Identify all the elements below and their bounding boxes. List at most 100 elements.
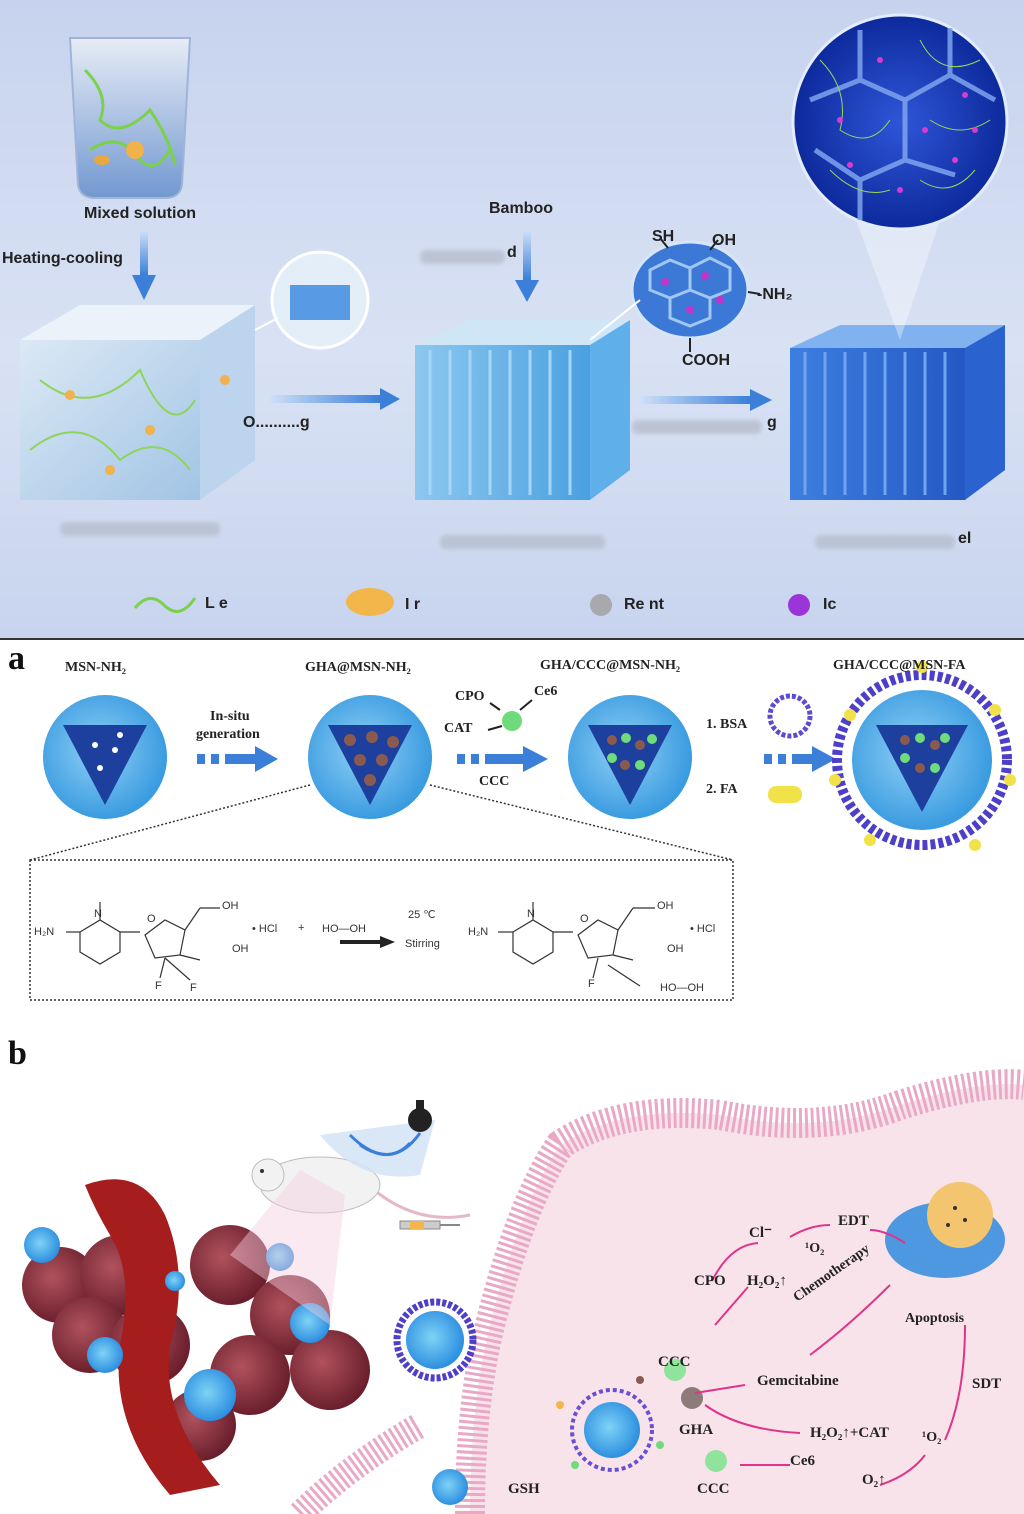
panel-divider bbox=[0, 638, 1024, 640]
syringe-icon bbox=[399, 1220, 460, 1230]
rx-plus: + bbox=[298, 922, 305, 934]
h2o2-cat-label: H₂O₂↑+CAT bbox=[810, 1425, 889, 1441]
blood-vessel bbox=[85, 1179, 220, 1495]
rx-hcl-left: • HCl bbox=[252, 923, 278, 935]
redacted-text bbox=[632, 420, 762, 434]
cpo-label: CPO bbox=[455, 689, 485, 704]
bsa-step-label: 1. BSA bbox=[706, 717, 748, 732]
bamboo-structured-cube bbox=[415, 320, 630, 500]
beaker-icon bbox=[68, 37, 192, 199]
bamboo-label: Bamboo bbox=[489, 200, 553, 217]
cat-label: CAT bbox=[444, 721, 473, 736]
hydrogel-fabrication-panel: Mixed solution Heating-cooling Bamboo d … bbox=[0, 0, 1024, 640]
stage3-label: GHA/CCC@MSN-NH₂ bbox=[540, 658, 681, 673]
stage4-label: GHA/CCC@MSN-FA bbox=[833, 658, 966, 673]
apoptosis-label: Apoptosis bbox=[905, 1311, 965, 1326]
gemcitabine-structure-left bbox=[66, 902, 220, 981]
redacted-text bbox=[60, 522, 220, 536]
rx-oh-left-2: OH bbox=[232, 943, 249, 955]
orientation-freezing-label: O..........g bbox=[243, 414, 310, 431]
rx-hooh: HO—OH bbox=[322, 923, 366, 935]
edt-label: EDT bbox=[838, 1213, 869, 1229]
gemcitabine-label: Gemcitabine bbox=[757, 1373, 839, 1389]
cpo-label-b: CPO bbox=[694, 1273, 726, 1289]
blob-icon bbox=[346, 588, 394, 616]
o2-up-label: O₂↑ bbox=[862, 1472, 886, 1488]
singlet-oxygen-2: ¹O₂ bbox=[922, 1430, 942, 1445]
synthesis-scheme bbox=[29, 661, 1016, 1001]
gemcitabine-structure-right bbox=[498, 902, 655, 987]
crosslinking-label: g bbox=[767, 414, 777, 431]
rx-n-left: N bbox=[94, 908, 102, 920]
pore-honeycomb-icon bbox=[630, 240, 750, 340]
fa-step-label: 2. FA bbox=[706, 782, 738, 797]
gray-sphere-icon bbox=[590, 594, 612, 616]
redacted-text bbox=[815, 535, 955, 549]
legend-label-2: I r bbox=[405, 596, 421, 613]
legend-label-1: L e bbox=[205, 595, 228, 612]
rx-h2n-left: H₂N bbox=[34, 926, 55, 938]
ccc-enzyme-icon bbox=[502, 711, 522, 731]
sdt-label: SDT bbox=[972, 1376, 1002, 1392]
hydrogel-right-label: el bbox=[958, 530, 972, 547]
rx-n-right: N bbox=[527, 908, 535, 920]
legend-label-4: Ic bbox=[823, 596, 837, 613]
rx-oh-right-1: OH bbox=[657, 900, 674, 912]
in-situ-label: In-situ bbox=[210, 709, 250, 724]
ccc-step-label: CCC bbox=[479, 774, 510, 789]
cooh-group-label: COOH bbox=[682, 352, 730, 369]
h2o2-up-label: H₂O₂↑ bbox=[747, 1273, 787, 1289]
mechanism-illustration bbox=[22, 1069, 1024, 1514]
nanoparticle-synthesis-panel: a bbox=[0, 640, 1024, 1025]
fiber-icon bbox=[133, 597, 197, 613]
entering-particle bbox=[432, 1469, 468, 1505]
ccc-label-1: CCC bbox=[658, 1354, 691, 1370]
reaction-box bbox=[29, 859, 734, 1001]
ccc-label-2: CCC bbox=[697, 1481, 730, 1497]
arrow-2 bbox=[457, 746, 548, 772]
fabrication-illustration bbox=[20, 13, 1009, 616]
rx-stirring: Stirring bbox=[405, 938, 440, 950]
arrow-3 bbox=[764, 746, 836, 772]
ccc-icon-2 bbox=[705, 1450, 727, 1472]
mixed-solution-label: Mixed solution bbox=[84, 205, 196, 222]
gha-label: GHA bbox=[679, 1422, 714, 1438]
panel-letter-a: a bbox=[8, 640, 25, 677]
rx-f-left-2: F bbox=[190, 982, 197, 994]
purple-sphere-icon bbox=[788, 594, 810, 616]
gha-ccc-msn-fa-particle bbox=[829, 661, 1016, 851]
therapy-mechanism-panel: b bbox=[0, 1025, 1024, 1514]
arrow-1 bbox=[197, 746, 278, 772]
fa-pill-icon bbox=[768, 786, 802, 803]
rx-h2n-right: H₂N bbox=[468, 926, 489, 938]
rx-hooh-right: HO—OH bbox=[660, 982, 704, 994]
bsa-ring-icon bbox=[767, 693, 813, 739]
generation-label: generation bbox=[196, 727, 260, 742]
rx-f-left-1: F bbox=[155, 980, 162, 992]
ultrasound-icon bbox=[320, 1100, 435, 1177]
stage1-label: MSN-NH₂ bbox=[65, 660, 126, 675]
fa-nanoparticle-membrane bbox=[393, 1298, 477, 1382]
heating-cooling-label: Heating-cooling bbox=[2, 250, 123, 267]
rx-temperature: 25 ℃ bbox=[408, 909, 436, 921]
bamboo-sub-label: d bbox=[507, 244, 517, 261]
gha-msn-particle bbox=[308, 695, 432, 819]
gha-ccc-msn-particle bbox=[568, 695, 692, 819]
ccc-icon-1 bbox=[664, 1359, 686, 1381]
rx-o-left: O bbox=[147, 913, 156, 925]
rx-oh-right-2: OH bbox=[667, 943, 684, 955]
rx-hcl-right: • HCl bbox=[690, 923, 716, 935]
oh-group-label: OH bbox=[712, 232, 736, 249]
nanoparticle-group bbox=[24, 1227, 330, 1421]
reaction-arrows bbox=[694, 1224, 966, 1486]
hydrogel-cube-1 bbox=[20, 305, 255, 500]
ce6-label: Ce6 bbox=[534, 684, 558, 699]
reaction-arrow bbox=[340, 936, 395, 948]
apoptosis-cell-icon bbox=[885, 1182, 1005, 1278]
gsh-label: GSH bbox=[508, 1481, 540, 1497]
sh-group-label: SH bbox=[652, 228, 675, 245]
msn-particle-1 bbox=[43, 695, 167, 819]
panel-letter-b: b bbox=[8, 1035, 27, 1072]
stage2-label: GHA@MSN-NH₂ bbox=[305, 660, 411, 675]
cell-interior bbox=[470, 1084, 1024, 1514]
